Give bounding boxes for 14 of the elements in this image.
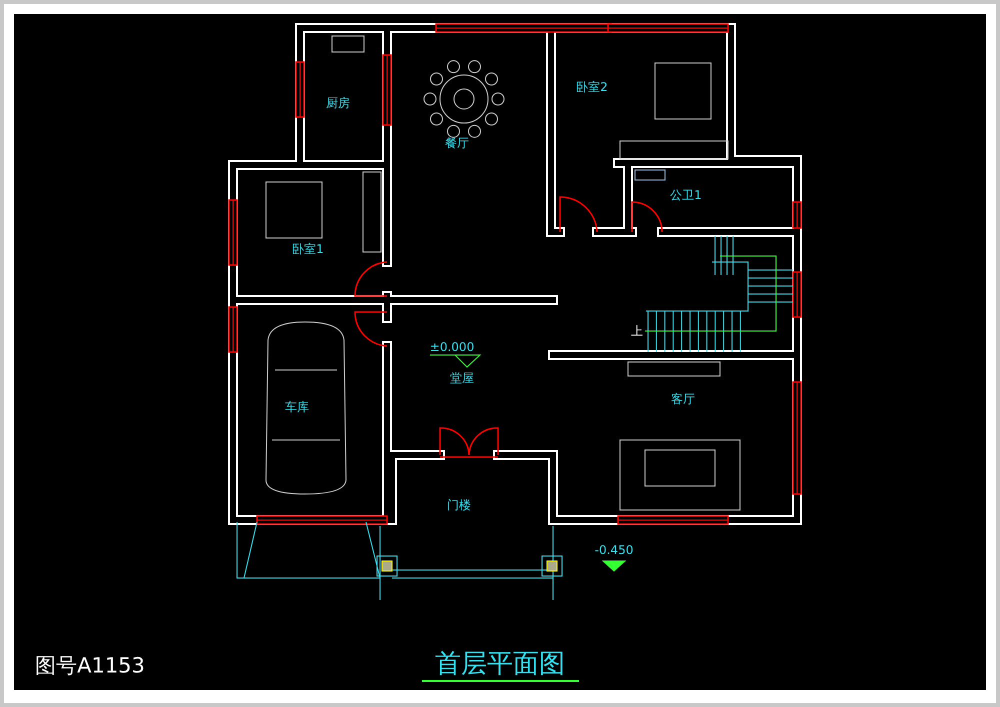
room-label: 卧室1	[292, 243, 324, 255]
room-label: 客厅	[671, 393, 695, 405]
room-label: 餐厅	[445, 137, 469, 149]
room-label: 公卫1	[670, 189, 702, 201]
stair-label: 上	[631, 325, 643, 337]
room-label: 卧室2	[576, 81, 608, 93]
room-label: 门楼	[447, 499, 471, 511]
level-label: -0.450	[594, 544, 634, 556]
level-label: ±0.000	[430, 341, 474, 353]
room-label: 厨房	[326, 97, 350, 109]
drawing-title: 首层平面图	[435, 651, 565, 677]
drawing-number: 图号A1153	[35, 656, 145, 676]
room-label: 车库	[285, 401, 309, 413]
room-label: 堂屋	[450, 372, 474, 384]
